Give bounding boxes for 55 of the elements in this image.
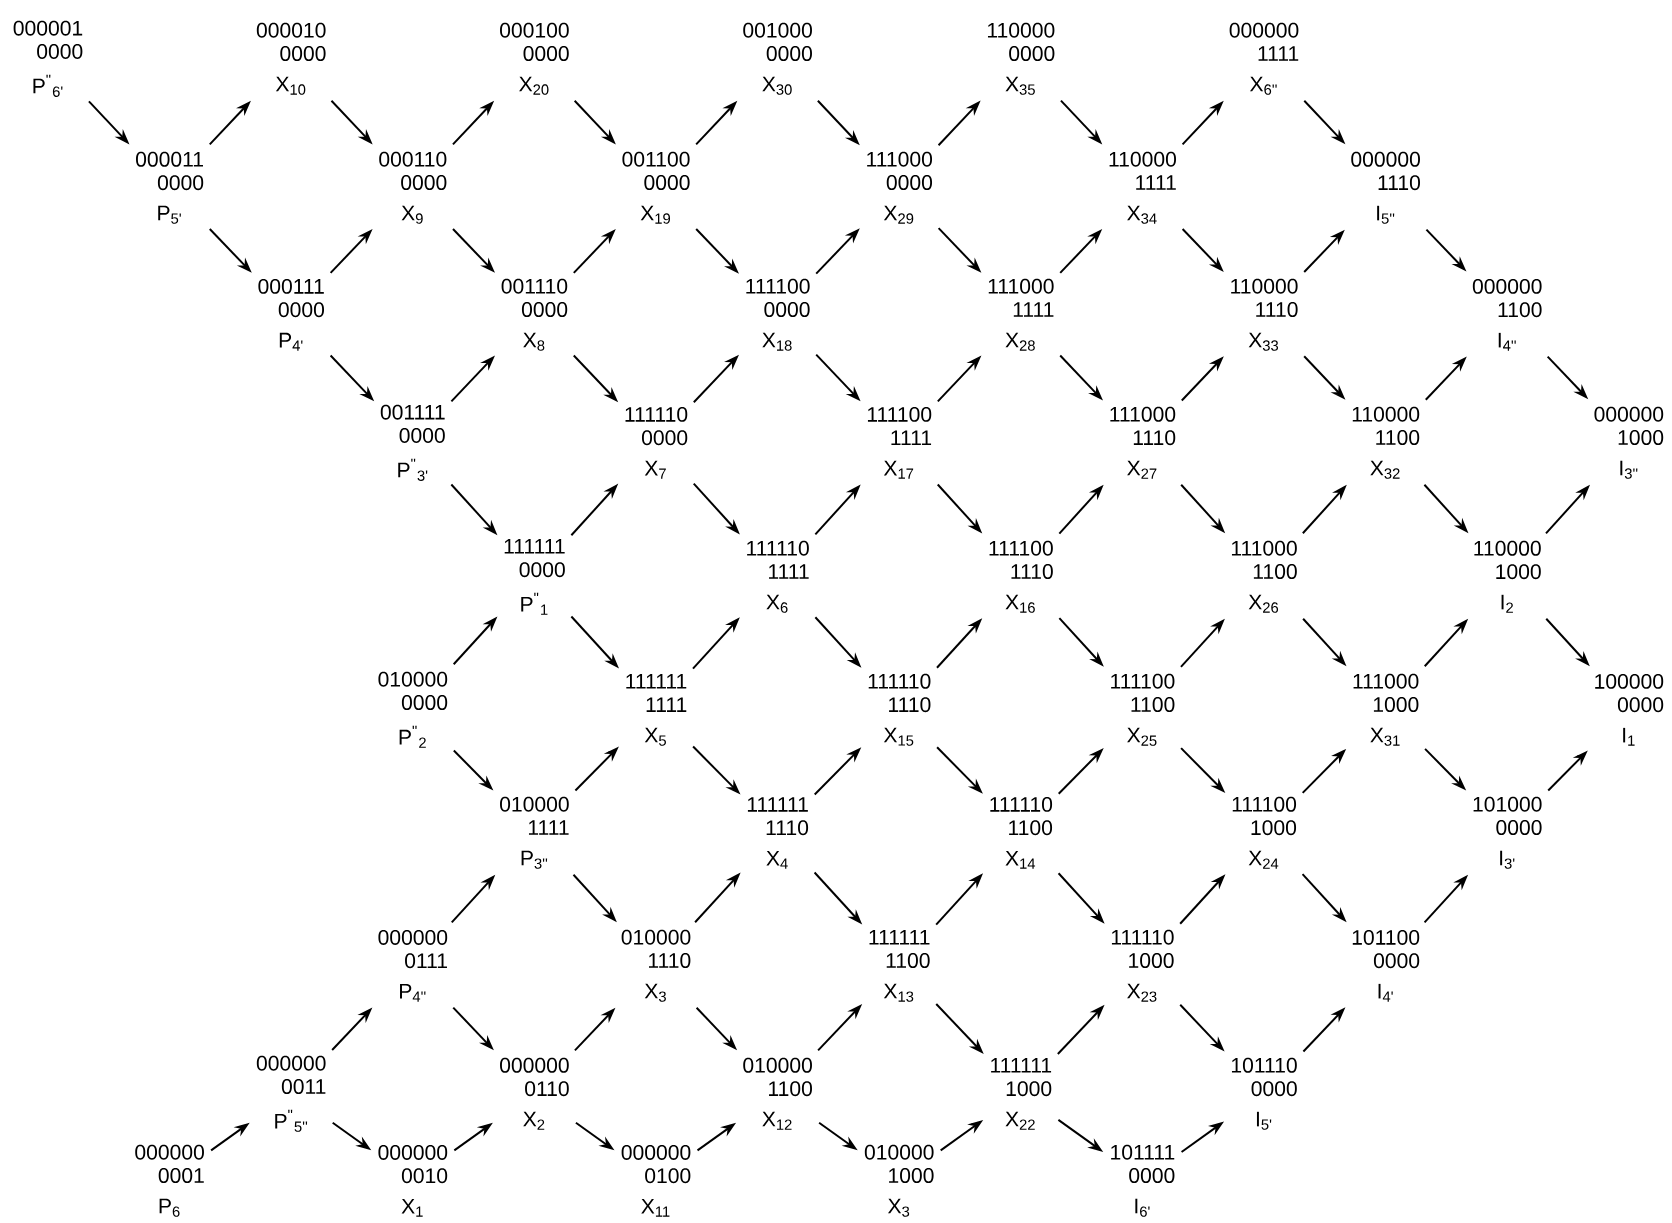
bit-pattern-label: 001100 0000 X$_{19}$ xyxy=(622,151,690,224)
bit-pattern-label: 000010 0000 X$_{10}$ xyxy=(256,22,326,95)
bit-pattern-label: 010000 0000 P$^{"}$2 xyxy=(378,671,448,748)
bit-pattern-label: 111000 1111 X$_{28}$ xyxy=(988,278,1054,351)
bit-pattern-label: 111000 1110 X$_{27}$ xyxy=(1110,406,1176,479)
bit-pattern-label: 111110 1100 X$_{14}$ xyxy=(990,796,1053,869)
bit-pattern-label: 101000 0000 I$_{3'}$ xyxy=(1473,796,1542,869)
bit-pattern-label: 110000 1000 I$_{2}$ xyxy=(1474,540,1541,613)
bit-pattern-label: 010000 1000 X$_{3}$ xyxy=(864,1144,934,1217)
bit-pattern-label: 111110 0000 X$_{7}$ xyxy=(625,406,688,479)
bit-pattern-label: 111111 1000 X$_{22}$ xyxy=(991,1058,1052,1130)
bit-pattern-label: 000000 0010 X$_{1}$ xyxy=(378,1144,448,1217)
bit-pattern-label: 010000 1100 X$_{12}$ xyxy=(743,1057,812,1130)
bit-pattern-label: 111100 1111 X$_{17}$ xyxy=(867,406,932,479)
bit-pattern-label: 111000 1000 X$_{31}$ xyxy=(1353,673,1419,746)
bit-pattern-label: 111110 1111 X$_{6}$ xyxy=(747,540,809,613)
bit-pattern-label: 111100 1100 X$_{25}$ xyxy=(1111,673,1175,746)
bit-pattern-label: 101100 0000 I$_{4'}$ xyxy=(1352,929,1420,1002)
bit-pattern-label: 000000 0111 P$_{4''}$ xyxy=(378,929,448,1002)
bit-pattern-label: 111110 1110 X$_{15}$ xyxy=(868,673,931,746)
bit-pattern-label: 000000 1110 I$_{5''}$ xyxy=(1351,151,1420,224)
bit-pattern-label: 101110 0000 I$_{5'}$ xyxy=(1231,1057,1297,1130)
bit-pattern-label: 010000 1111 P$_{3''}$ xyxy=(500,796,569,869)
bit-pattern-label: 101111 0000 I$_{6'}$ xyxy=(1111,1144,1175,1217)
bit-pattern-label: 111100 1110 X$_{16}$ xyxy=(989,540,1053,613)
bit-pattern-label: 001000 0000 X$_{30}$ xyxy=(743,22,812,95)
bit-pattern-label: 000110 0000 X$_{9}$ xyxy=(379,151,447,224)
bit-pattern-label: 000000 1111 X$_{6''}$ xyxy=(1229,22,1299,95)
bit-pattern-label: 111110 1000 X$_{23}$ xyxy=(1111,929,1174,1002)
bit-pattern-label: 110000 1111 X$_{34}$ xyxy=(1109,151,1176,224)
bit-pattern-label: 111100 1000 X$_{24}$ xyxy=(1232,796,1297,869)
bit-pattern-label: 100000 0000 I$_{1}$ xyxy=(1595,673,1664,746)
bit-pattern-label: 000011 0000 P$_{5'}$ xyxy=(136,151,204,224)
bit-pattern-label: 010000 1110 X$_{3}$ xyxy=(621,929,691,1002)
bit-pattern-label: 001110 0000 X$_{8}$ xyxy=(501,278,568,351)
bit-pattern-label: 111111 1100 X$_{13}$ xyxy=(869,930,930,1002)
bit-pattern-label: 000000 1100 I$_{4''}$ xyxy=(1472,278,1542,351)
bit-pattern-label: 000001 0000 P$^{"}$6' xyxy=(13,20,83,97)
bit-pattern-label: 111100 0000 X$_{18}$ xyxy=(746,278,810,351)
bit-pattern-label: 000111 0000 P$_{4'}$ xyxy=(258,278,324,351)
bit-pattern-label: 001111 0000 P$^{"}$3' xyxy=(380,404,445,481)
bit-pattern-label: 000000 0110 X$_{2}$ xyxy=(500,1057,569,1130)
bit-pattern-label: 111111 1111 X$_{5}$ xyxy=(626,674,687,746)
bit-pattern-label: 111000 1100 X$_{26}$ xyxy=(1231,540,1297,613)
bit-pattern-label: 000000 0001 P$_{6}$ xyxy=(135,1144,204,1217)
bit-pattern-label: 111000 0000 X$_{29}$ xyxy=(867,151,933,224)
bit-pattern-label: 110000 1110 X$_{33}$ xyxy=(1231,278,1298,351)
bit-pattern-label: 110000 1100 X$_{32}$ xyxy=(1352,406,1420,479)
bit-pattern-label: 000000 1000 I$_{3''}$ xyxy=(1594,406,1664,479)
bit-pattern-label: 111111 0000 P$^{"}$1 xyxy=(504,539,565,615)
bit-pattern-label: 000000 0100 X$_{11}$ xyxy=(621,1144,691,1217)
bit-pattern-label: 111111 1110 X$_{4}$ xyxy=(747,797,809,869)
bit-pattern-label: 000000 0011 P$^{"}$5'' xyxy=(256,1055,326,1132)
bit-pattern-label: 110000 0000 X$_{35}$ xyxy=(988,22,1055,95)
bit-pattern-label: 000100 0000 X$_{20}$ xyxy=(500,22,569,95)
